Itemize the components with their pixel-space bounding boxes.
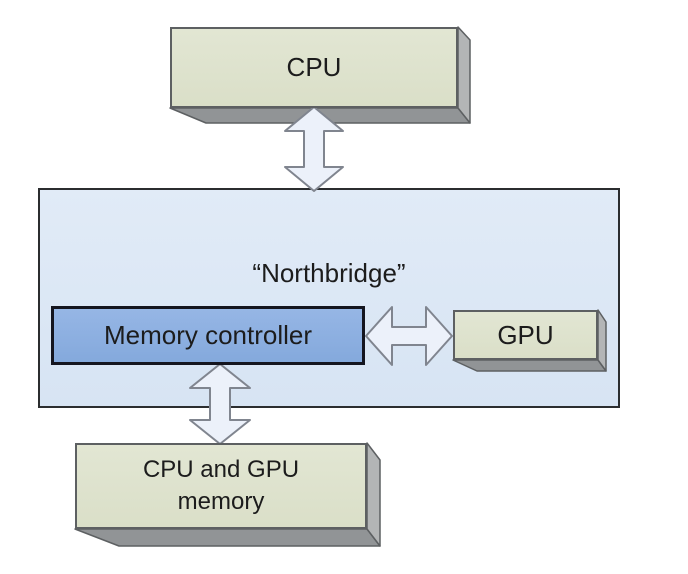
memory-label-line2: memory	[177, 488, 265, 515]
northbridge-label: “Northbridge”	[252, 258, 406, 288]
cpu-box: CPU	[170, 27, 458, 108]
memctrl-gpu-arrow	[365, 306, 453, 366]
memory-controller-label: Memory controller	[103, 320, 313, 350]
gpu-box: GPU	[453, 310, 598, 360]
memory-box-shadow-bottom	[74, 528, 381, 547]
memory-label-line1: CPU and GPU	[142, 455, 300, 483]
gpu-box-shadow-bottom	[452, 359, 607, 372]
gpu-box-shadow-side	[597, 309, 607, 372]
cpu-label: CPU	[286, 52, 342, 82]
gpu-label: GPU	[497, 319, 554, 350]
memory-box-shadow-side	[366, 442, 381, 547]
memory-controller-box: Memory controller	[51, 306, 365, 365]
memory-box-shadow	[74, 442, 381, 547]
gpu-box-shadow	[452, 309, 607, 372]
cpu-box-shadow-side	[457, 26, 471, 124]
memory-box: CPU and GPU memory	[75, 443, 367, 529]
cpu-northbridge-arrow	[284, 106, 344, 192]
memctrl-memory-arrow	[189, 363, 251, 445]
